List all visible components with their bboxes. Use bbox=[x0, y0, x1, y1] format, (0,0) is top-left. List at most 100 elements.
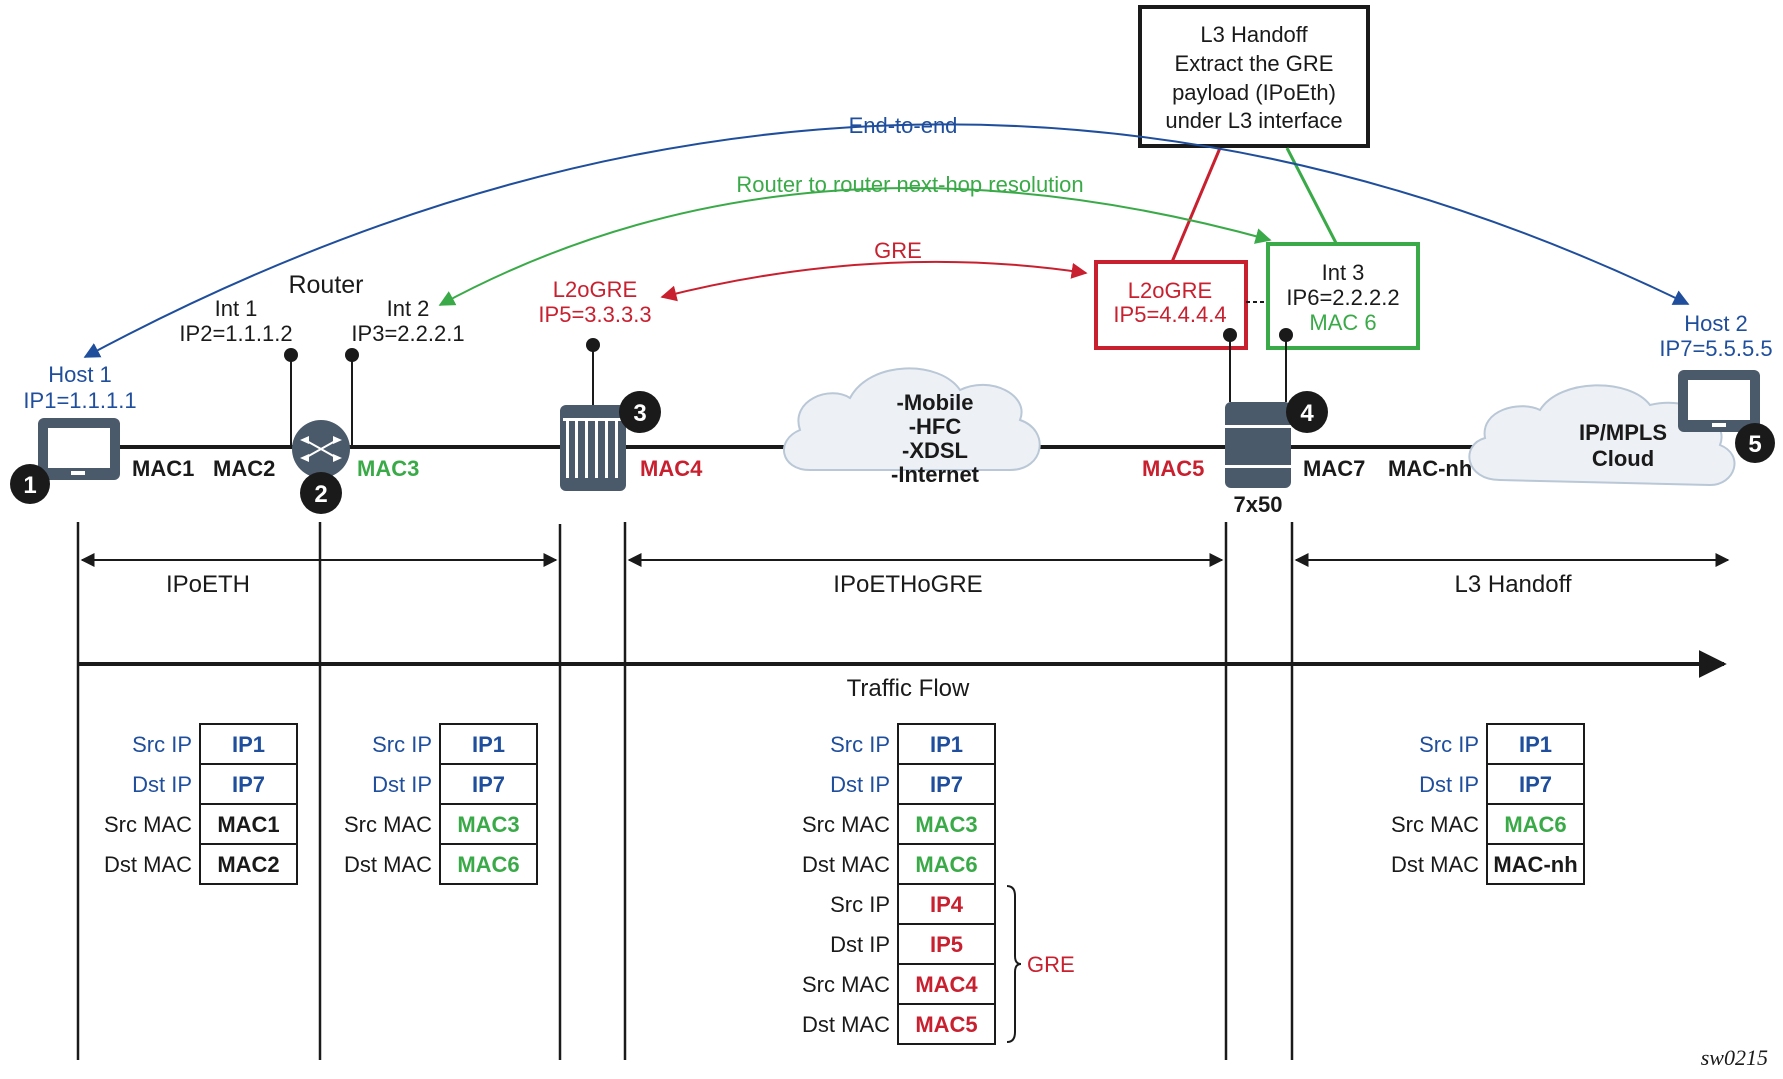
int3-box: Int 3 IP6=2.2.2.2 MAC 6 bbox=[1266, 242, 1420, 350]
header-field-value: MAC1 bbox=[217, 812, 279, 837]
header-cell bbox=[1486, 763, 1585, 805]
header-cell bbox=[1486, 803, 1585, 845]
badge-2 bbox=[300, 472, 342, 514]
cloud-line: IP/MPLS bbox=[1579, 420, 1667, 445]
header-cell bbox=[1486, 843, 1585, 885]
header-field-value: IP1 bbox=[472, 732, 505, 757]
header-cell bbox=[199, 803, 298, 845]
callout-line: L3 Handoff bbox=[1200, 22, 1308, 47]
mac2-label: MAC2 bbox=[213, 456, 275, 481]
header-field-value: IP1 bbox=[1519, 732, 1552, 757]
callout-connector-red bbox=[1170, 147, 1222, 263]
mac7-label: MAC7 bbox=[1303, 456, 1365, 481]
header-cell bbox=[1486, 723, 1585, 765]
header-field-label: Src IP bbox=[132, 732, 192, 757]
header-field-label: Src MAC bbox=[1391, 812, 1479, 837]
callout-connector-green bbox=[1285, 147, 1338, 244]
gre-label: GRE bbox=[874, 238, 922, 263]
gre-brace-label: GRE bbox=[1027, 952, 1075, 977]
l2ogre-right-name: L2oGRE bbox=[1128, 278, 1212, 303]
header-field-label: Dst IP bbox=[372, 772, 432, 797]
gre-arc bbox=[660, 260, 1088, 302]
ipoeth-label: IPoETH bbox=[166, 571, 250, 598]
int1-name: Int 1 bbox=[215, 296, 258, 321]
mac1-label: MAC1 bbox=[132, 456, 194, 481]
header-field-label: Src MAC bbox=[802, 812, 890, 837]
header-field-value: MAC6 bbox=[457, 852, 519, 877]
header-cell bbox=[439, 763, 538, 805]
badge-4 bbox=[1286, 391, 1328, 433]
header-cell bbox=[897, 763, 996, 805]
end-to-end-arc bbox=[83, 123, 1690, 358]
header-field-label: Dst MAC bbox=[802, 1012, 890, 1037]
header-field-value: IP1 bbox=[930, 732, 963, 757]
l2ogre-left-name: L2oGRE bbox=[553, 277, 637, 302]
access-network-cloud: -Mobile -HFC -XDSL -Internet bbox=[783, 367, 1041, 487]
7x50-label: 7x50 bbox=[1234, 492, 1283, 517]
header-field-label: Dst MAC bbox=[802, 852, 890, 877]
l2ogre-right-ip: IP5=4.4.4.4 bbox=[1113, 302, 1226, 327]
badge-5 bbox=[1735, 423, 1775, 463]
pe-7x50: 4 7x50 MAC5 MAC7 MAC-nh bbox=[1142, 328, 1472, 517]
header-field-label: Dst IP bbox=[1419, 772, 1479, 797]
badge-3-number: 3 bbox=[633, 400, 646, 427]
host-1-ip: IP1=1.1.1.1 bbox=[23, 388, 136, 413]
header-field-value: IP7 bbox=[930, 772, 963, 797]
router-to-router-label: Router to router next-hop resolution bbox=[736, 172, 1083, 197]
header-field-label: Src IP bbox=[1419, 732, 1479, 757]
int3-name: Int 3 bbox=[1322, 260, 1365, 285]
traffic-flow-label: Traffic Flow bbox=[847, 675, 970, 702]
figure-id: sw0215 bbox=[1701, 1045, 1768, 1070]
header-field-label: Dst IP bbox=[830, 772, 890, 797]
header-field-value: MAC6 bbox=[915, 852, 977, 877]
header-field-label: Src MAC bbox=[802, 972, 890, 997]
header-field-label: Src MAC bbox=[344, 812, 432, 837]
host-2-ip: IP7=5.5.5.5 bbox=[1659, 336, 1772, 361]
cloud-line: -Mobile bbox=[897, 390, 974, 415]
mac4-label: MAC4 bbox=[640, 456, 703, 481]
badge-1 bbox=[10, 464, 50, 504]
header-cell bbox=[897, 843, 996, 885]
header-field-value: IP1 bbox=[232, 732, 265, 757]
header-field-label: Src MAC bbox=[104, 812, 192, 837]
l3-handoff-callout: L3 Handoff Extract the GRE payload (IPoE… bbox=[1138, 5, 1370, 148]
int2-dot bbox=[345, 348, 359, 362]
header-cell bbox=[439, 803, 538, 845]
header-field-value: MAC5 bbox=[915, 1012, 977, 1037]
header-field-label: Dst IP bbox=[830, 932, 890, 957]
host-2-name: Host 2 bbox=[1684, 311, 1748, 336]
badge-1-number: 1 bbox=[23, 472, 36, 499]
host-1-name: Host 1 bbox=[48, 362, 112, 387]
header-field-label: Dst MAC bbox=[1391, 852, 1479, 877]
router-icon bbox=[292, 420, 350, 478]
header-field-label: Dst IP bbox=[132, 772, 192, 797]
header-field-value: MAC3 bbox=[915, 812, 977, 837]
mac5-label: MAC5 bbox=[1142, 456, 1204, 481]
cloud-line: -Internet bbox=[891, 462, 980, 487]
router: Router Int 1 IP2=1.1.1.2 Int 2 IP3=2.2.2… bbox=[179, 271, 465, 514]
gre-brace bbox=[1006, 885, 1022, 1043]
header-field-value: IP7 bbox=[1519, 772, 1552, 797]
ipoethogre-label: IPoETHoGRE bbox=[833, 571, 982, 598]
header-field-label: Src IP bbox=[830, 732, 890, 757]
int3-ip: IP6=2.2.2.2 bbox=[1286, 285, 1399, 310]
badge-5-number: 5 bbox=[1748, 431, 1761, 458]
header-field-label: Dst MAC bbox=[104, 852, 192, 877]
cloud-line: -XDSL bbox=[902, 438, 968, 463]
callout-line: under L3 interface bbox=[1165, 108, 1342, 133]
header-field-value: MAC-nh bbox=[1493, 852, 1577, 877]
7x50-router-icon bbox=[1225, 402, 1291, 488]
badge-4-number: 4 bbox=[1300, 400, 1314, 427]
callout-line: payload (IPoEth) bbox=[1172, 80, 1336, 105]
header-cell bbox=[897, 723, 996, 765]
cloud-line: -HFC bbox=[909, 414, 962, 439]
header-field-value: IP5 bbox=[930, 932, 963, 957]
callout-line: Extract the GRE bbox=[1175, 51, 1334, 76]
header-cell bbox=[897, 803, 996, 845]
header-cell bbox=[897, 1003, 996, 1045]
